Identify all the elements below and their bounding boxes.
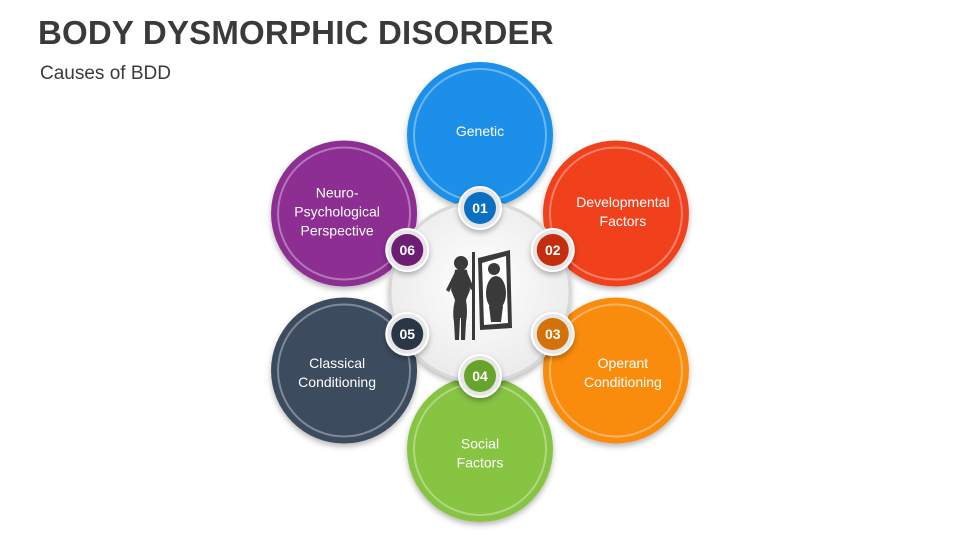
cause-label: Factors: [457, 455, 504, 471]
cause-label: Neuro-: [316, 185, 359, 201]
person-mirror-icon: [446, 250, 512, 340]
number-badge-03: 03: [530, 312, 575, 356]
cause-label: Genetic: [456, 123, 504, 139]
badge-number: 06: [399, 242, 415, 258]
cause-label: Developmental: [576, 194, 669, 210]
petal-layer: GeneticDevelopmentalFactorsOperantCondit…: [271, 62, 689, 522]
petal-circle: [407, 62, 553, 208]
cause-label: Social: [461, 436, 499, 452]
cause-label: Factors: [600, 213, 647, 229]
cause-label: Conditioning: [584, 374, 662, 390]
cause-label: Psychological: [294, 204, 380, 220]
badge-layer: 01 02 03 04 05 06: [385, 186, 575, 398]
cause-petal-01: Genetic: [407, 62, 553, 208]
badge-fill: [464, 192, 496, 224]
petal-inner-ring: [277, 146, 412, 281]
cause-label: Perspective: [301, 223, 374, 239]
badge-number: 02: [545, 242, 561, 258]
badge-fill: [391, 318, 424, 350]
number-badge-01: 01: [458, 186, 502, 230]
petal-inner-ring: [277, 303, 412, 438]
badge-fill: [536, 234, 569, 266]
badge-number: 04: [472, 368, 488, 384]
badge-fill: [536, 318, 569, 350]
page-title: BODY DYSMORPHIC DISORDER: [38, 14, 554, 51]
number-badge-06: 06: [385, 228, 430, 272]
number-badge-04: 04: [458, 354, 502, 398]
petal-inner-ring: [548, 303, 683, 438]
petal-circle: [542, 140, 689, 287]
cause-label: Operant: [598, 355, 649, 371]
page-subtitle: Causes of BDD: [40, 63, 171, 84]
badge-number: 03: [545, 326, 561, 342]
cause-label: Conditioning: [298, 374, 376, 390]
petal-inner-ring: [548, 146, 683, 281]
badge-number: 05: [399, 326, 415, 342]
center-hub: [388, 200, 572, 384]
petal-circle: [542, 297, 689, 444]
badge-fill: [464, 360, 496, 392]
number-badge-05: 05: [385, 312, 430, 356]
petal-circle: [271, 140, 418, 287]
petal-circle: [407, 376, 553, 522]
cause-label: Classical: [309, 355, 365, 371]
number-badge-02: 02: [530, 228, 575, 272]
petal-circle: [271, 297, 418, 444]
badge-number: 01: [472, 200, 488, 216]
badge-fill: [391, 234, 424, 266]
